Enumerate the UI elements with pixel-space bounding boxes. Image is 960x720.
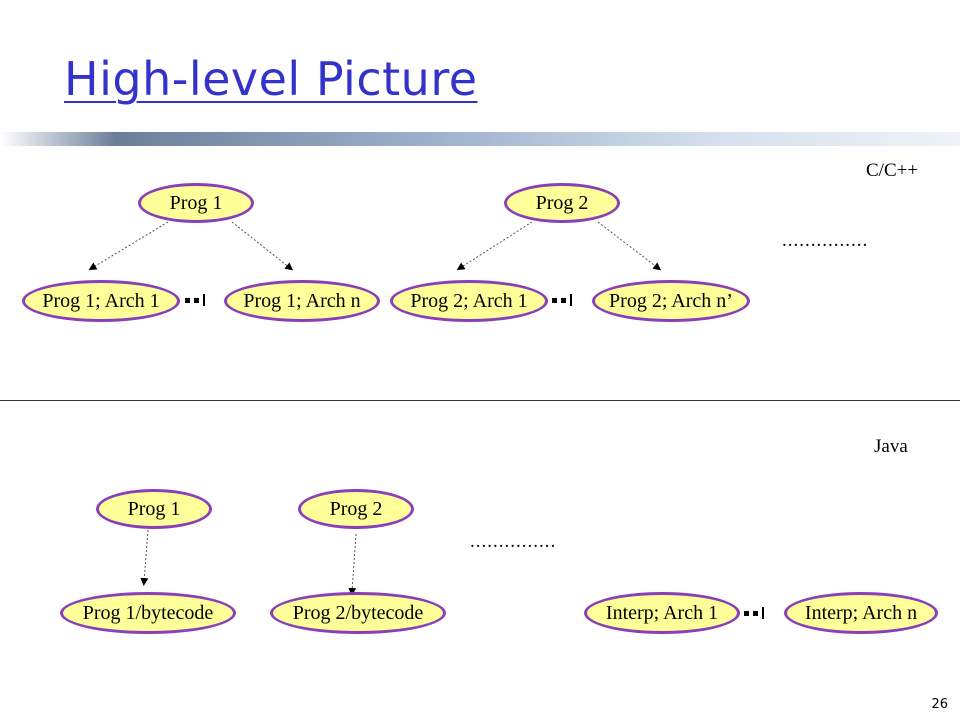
node-prog2-bytecode: Prog 2/bytecode	[270, 592, 446, 634]
node-prog1-arch1: Prog 1; Arch 1	[22, 280, 180, 322]
edge-prog1-to-archn	[231, 221, 294, 271]
node-prog1-bytecode: Prog 1/bytecode	[60, 592, 236, 634]
node-prog1: Prog 1	[138, 183, 254, 223]
slide-title: High-level Picture	[64, 52, 478, 106]
edge-java-prog1-to-bytecode	[140, 529, 149, 586]
node-interp-arch1: Interp; Arch 1	[584, 592, 740, 634]
node-prog2-arch1: Prog 2; Arch 1	[390, 280, 548, 322]
edge-java-prog2-to-bytecode	[348, 533, 357, 596]
title-gradient-bar	[0, 132, 960, 146]
node-prog2: Prog 2	[504, 183, 620, 223]
node-interp-archn: Interp; Arch n	[784, 592, 938, 634]
java-node-prog1: Prog 1	[96, 489, 212, 529]
separator-dots	[185, 294, 205, 306]
node-prog1-archn: Prog 1; Arch n	[224, 280, 380, 322]
edge-prog2-to-arch1	[456, 221, 533, 271]
node-prog2-archn: Prog 2; Arch n’	[592, 280, 750, 322]
java-node-prog2: Prog 2	[298, 489, 414, 529]
edge-prog2-to-archn	[597, 221, 662, 271]
separator-dots	[552, 294, 572, 306]
edge-prog1-to-arch1	[88, 221, 169, 271]
java-label: Java	[874, 436, 908, 457]
top-ellipsis: ...............	[782, 230, 869, 251]
cpp-label: C/C++	[866, 160, 919, 181]
separator-dots	[744, 607, 764, 619]
page-number: 26	[931, 697, 948, 712]
bottom-ellipsis: ...............	[470, 531, 557, 552]
section-divider	[0, 400, 960, 401]
